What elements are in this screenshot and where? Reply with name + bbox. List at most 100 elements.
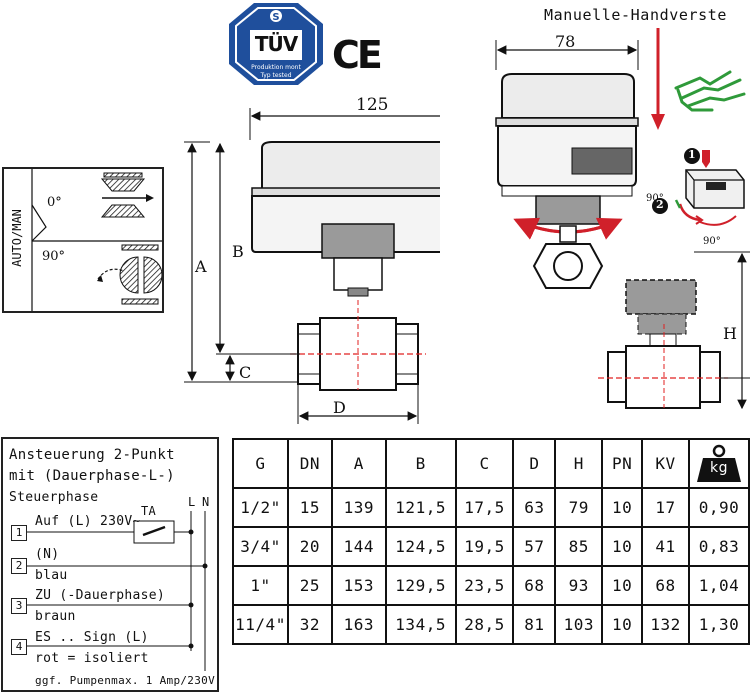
dim-125-label: 125 [356, 95, 389, 115]
cell-a: 163 [330, 604, 387, 645]
cell-d: 81 [512, 604, 557, 645]
cell-kg: 1,30 [687, 604, 750, 645]
wiring-title-1: Ansteuerung 2-Punkt [9, 447, 175, 463]
wiring-col-l: L [188, 495, 196, 509]
terminal-1-line1: Auf (L) 230V~ [35, 514, 141, 529]
cell-c: 17,5 [454, 487, 515, 528]
cell-kg: 0,90 [687, 487, 750, 528]
col-header: D [512, 438, 557, 489]
cell-c: 28,5 [454, 604, 515, 645]
col-header: KV [641, 438, 690, 489]
cell-h: 85 [554, 526, 604, 567]
col-header: B [384, 438, 457, 489]
table-row: 1" 25 153 129,5 23,5 68 93 10 68 1,04 [232, 565, 750, 606]
cell-h: 79 [554, 487, 604, 528]
cell-kv: 68 [641, 565, 690, 606]
terminal-1: 1 [11, 525, 27, 541]
angle-90-b: 90° [703, 236, 721, 247]
cell-h: 93 [554, 565, 604, 606]
manual-override-arrow-icon [651, 28, 746, 130]
col-header: DN [286, 438, 333, 489]
table-row: 1/2" 15 139 121,5 17,5 63 79 10 17 0,90 [232, 487, 750, 528]
cell-b: 124,5 [384, 526, 457, 567]
weight-icon-label: kg [709, 460, 728, 476]
svg-text:S: S [272, 12, 279, 23]
manual-override-label: Manuelle-Handverste [544, 6, 727, 24]
tuv-subtext-2: Typ tested [260, 72, 292, 79]
cell-a: 144 [330, 526, 387, 567]
cell-c: 19,5 [454, 526, 515, 567]
auto-man-label: AUTO/MAN [10, 209, 24, 267]
cell-kv: 132 [641, 604, 690, 645]
ce-mark: CE [332, 33, 383, 77]
wiring-diagram: Ansteuerung 2-Punkt mit (Dauerphase-L-) … [1, 437, 219, 692]
wiring-col-n: N [202, 495, 210, 509]
wiring-title-2: mit (Dauerphase-L-) [9, 468, 175, 484]
cell-g: 1" [232, 565, 289, 606]
cell-g: 1/2" [232, 487, 289, 528]
col-header: H [554, 438, 604, 489]
valve-closed-icon [97, 244, 162, 305]
valve-open-icon [100, 172, 154, 218]
wiring-title-3: Steuerphase [9, 490, 99, 505]
cell-kv: 41 [641, 526, 690, 567]
cell-pn: 10 [601, 604, 644, 645]
wiring-ta-label: TA [141, 504, 157, 518]
table-header-row: G DN A B C D H PN KV kg [232, 438, 750, 489]
weight-header: kg [687, 438, 750, 489]
terminal-4: 4 [11, 639, 27, 655]
dim-b-label: B [232, 242, 244, 261]
step-1-label: 1 [688, 148, 696, 161]
cell-a: 153 [330, 565, 387, 606]
tuv-text: TÜV [254, 32, 298, 56]
col-header: G [232, 438, 289, 489]
cell-kg: 0,83 [687, 526, 750, 567]
dim-78-label: 78 [555, 32, 576, 51]
cell-b: 121,5 [384, 487, 457, 528]
cell-kg: 1,04 [687, 565, 750, 606]
col-header: C [454, 438, 515, 489]
cell-pn: 10 [601, 487, 644, 528]
dim-c-label: C [239, 363, 252, 382]
terminal-4-line1: ES .. Sign (L) [35, 630, 149, 645]
terminal-3-line1: ZU (-Dauerphase) [35, 588, 166, 603]
cell-h: 103 [554, 604, 604, 645]
dim-h-label: H [723, 324, 737, 343]
cell-pn: 10 [601, 526, 644, 567]
cell-g: 3/4" [232, 526, 289, 567]
auto-man-panel: AUTO/MAN 0° 90° [2, 167, 164, 313]
terminal-3: 3 [11, 598, 27, 614]
tuv-logo: S TÜV Produktion mont Typ tested [228, 2, 324, 86]
angle-90-a: 90° [646, 193, 664, 204]
tuv-subtext-1: Produktion mont [251, 64, 301, 71]
cell-d: 63 [512, 487, 557, 528]
cell-dn: 20 [286, 526, 333, 567]
valve-side-view [495, 40, 639, 289]
cell-d: 57 [512, 526, 557, 567]
dimension-table: G DN A B C D H PN KV kg 1/2" 15 139 121,… [232, 438, 750, 645]
cell-kv: 17 [641, 487, 690, 528]
auto-man-diagram [31, 169, 162, 311]
cell-c: 23,5 [454, 565, 515, 606]
step-2-label: 2 [656, 198, 664, 211]
table-row: 11/4" 32 163 134,5 28,5 81 103 10 132 1,… [232, 604, 750, 645]
angle-90-label: 90° [42, 249, 66, 264]
cell-dn: 25 [286, 565, 333, 606]
manual-steps-illustration [652, 148, 745, 226]
cell-a: 139 [330, 487, 387, 528]
terminal-2: 2 [11, 558, 27, 574]
dim-a-label: A [195, 257, 207, 276]
hand-icon [674, 70, 746, 112]
cell-d: 68 [512, 565, 557, 606]
tuv-octagon-icon: S [229, 3, 323, 85]
table-row: 3/4" 20 144 124,5 19,5 57 85 10 41 0,83 [232, 526, 750, 567]
terminal-3-line2: braun [35, 609, 76, 624]
cell-g: 11/4" [232, 604, 289, 645]
weight-icon [696, 444, 741, 482]
col-header: A [330, 438, 387, 489]
terminal-2-line2: blau [35, 568, 68, 583]
cell-b: 129,5 [384, 565, 457, 606]
angle-0-label: 0° [47, 195, 62, 210]
valve-front-view [184, 108, 440, 424]
terminal-2-line1: (N) [35, 547, 60, 562]
